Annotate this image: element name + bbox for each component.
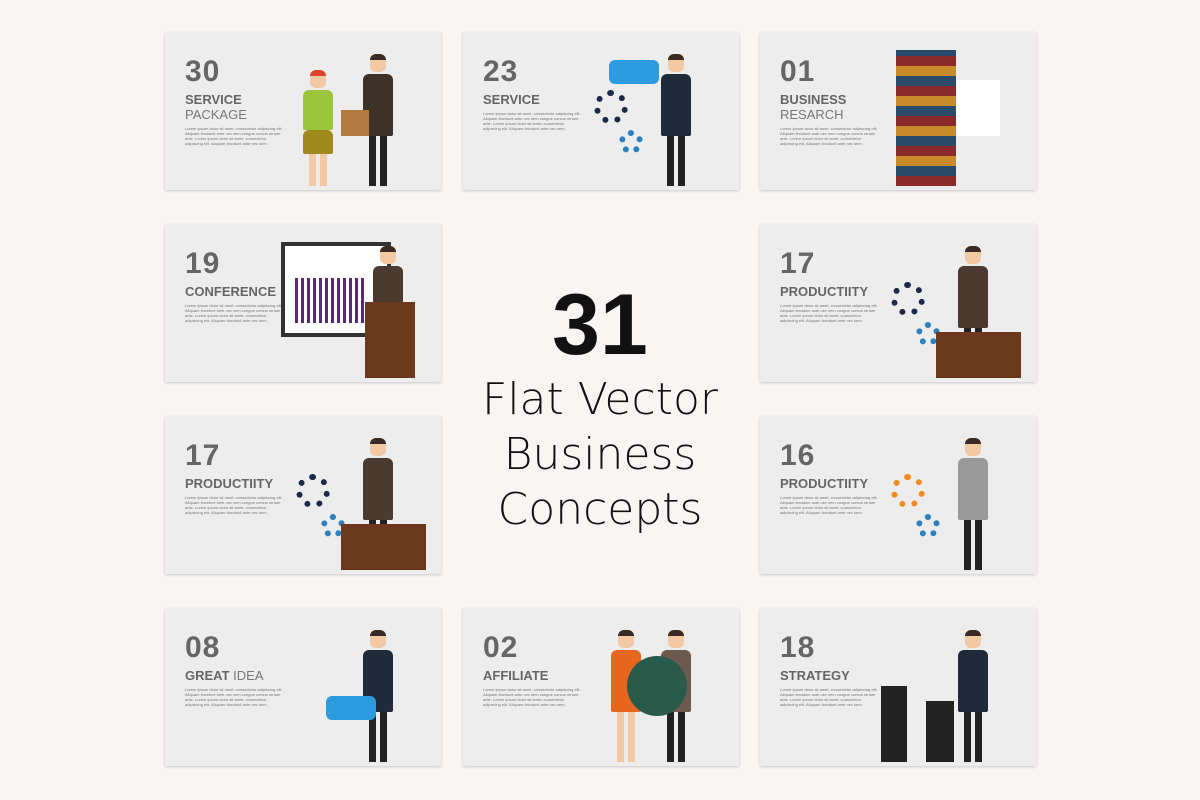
card-number: 17: [185, 439, 221, 472]
box-icon: [341, 110, 369, 136]
card-title-bold: PRODUCTIITY: [185, 476, 274, 491]
card-title-light: PACKAGE: [185, 107, 247, 122]
card-title-light: IDEA: [233, 668, 264, 683]
card-description: Lorem Ipsum dolor sit amet, consectetur …: [185, 495, 283, 515]
card-title-bold: PRODUCTIITY: [780, 284, 869, 299]
card-title-bold: BUSINESS: [780, 92, 847, 107]
card-number: 19: [185, 247, 221, 280]
gear-icon: [891, 474, 925, 508]
card-illustration: [881, 616, 1026, 762]
card-description: Lorem Ipsum dolor sit amet, consectetur …: [483, 111, 581, 131]
card-illustration: [886, 40, 1026, 186]
card-title-bold: GREAT: [185, 668, 230, 683]
card-description: Lorem Ipsum dolor sit amet, consectetur …: [780, 126, 878, 146]
card-title-bold: AFFILIATE: [483, 668, 549, 683]
woman-illustration: [301, 70, 335, 186]
card-title-bold: SERVICE: [185, 92, 242, 107]
card-description: Lorem Ipsum dolor sit amet, consectetur …: [780, 495, 878, 515]
card-description: Lorem Ipsum dolor sit amet, consectetur …: [185, 303, 283, 323]
headline-number: 31: [552, 277, 648, 373]
podium: [365, 302, 415, 378]
desk: [936, 332, 1021, 378]
card-number: 30: [185, 55, 221, 88]
businessman-illustration: [659, 54, 693, 186]
desk: [341, 524, 426, 570]
speech-bubble-icon: [326, 696, 376, 720]
card-illustration: [886, 424, 1026, 570]
globe-icon: [627, 656, 687, 716]
businessman-illustration: [361, 438, 395, 570]
headline-line-3: Concepts: [497, 484, 703, 535]
chess-knight: [926, 701, 954, 762]
card-number: 17: [780, 247, 816, 280]
headline-text: Flat Vector Business Concepts: [440, 372, 760, 537]
headline-line-1: Flat Vector: [482, 374, 718, 425]
card-number: 23: [483, 55, 519, 88]
card-title-bold: CONFERENCE: [185, 284, 277, 299]
card-number: 18: [780, 631, 816, 664]
card-number: 08: [185, 631, 221, 664]
book-stack: [896, 50, 956, 186]
card-illustration: [291, 616, 431, 762]
card-number: 02: [483, 631, 519, 664]
gear-icon: [619, 130, 643, 154]
card-number: 01: [780, 55, 816, 88]
businessman-illustration: [956, 438, 990, 570]
card-title-bold: SERVICE: [483, 92, 540, 107]
gear-icon: [296, 474, 330, 508]
card-title-bold: STRATEGY: [780, 668, 850, 683]
chess-rook: [881, 686, 907, 762]
gear-icon: [594, 90, 628, 124]
card-illustration: [281, 232, 431, 378]
card-number: 16: [780, 439, 816, 472]
card-illustration: [291, 424, 431, 570]
card-description: Lorem Ipsum dolor sit amet, consectetur …: [780, 687, 878, 707]
card-illustration: [589, 616, 729, 762]
businessman-illustration: [956, 630, 990, 762]
resume-icon: [956, 80, 1000, 136]
card-title-light: RESARCH: [780, 107, 844, 122]
card-illustration: [291, 40, 431, 186]
card-illustration: [589, 40, 729, 186]
card-illustration: [886, 232, 1026, 378]
headline-line-2: Business: [503, 429, 697, 480]
card-description: Lorem Ipsum dolor sit amet, consectetur …: [780, 303, 878, 323]
card-title-bold: PRODUCTIITY: [780, 476, 869, 491]
gear-icon: [891, 282, 925, 316]
card-description: Lorem Ipsum dolor sit amet, consectetur …: [483, 687, 581, 707]
gear-icon: [916, 514, 940, 538]
card-description: Lorem Ipsum dolor sit amet, consectetur …: [185, 687, 283, 707]
card-description: Lorem Ipsum dolor sit amet, consectetur …: [185, 126, 283, 146]
speech-bubble-icon: [609, 60, 659, 84]
